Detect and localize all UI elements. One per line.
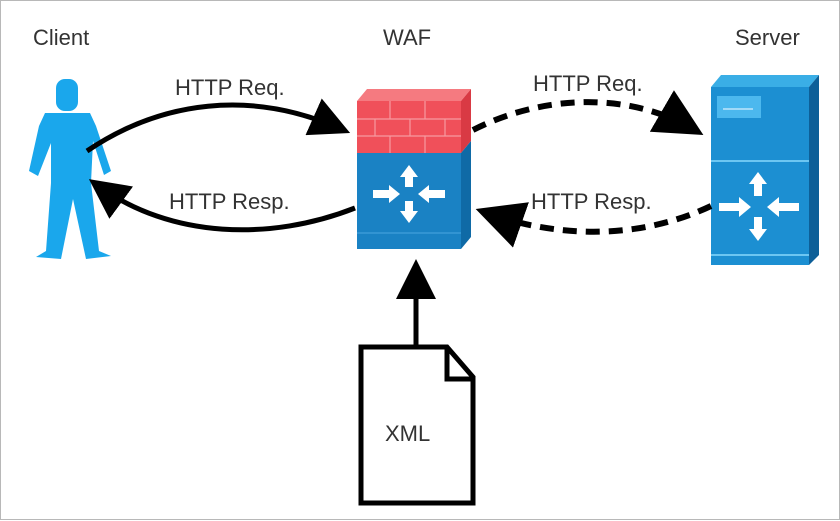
xml-label: XML <box>385 421 430 446</box>
client-person-icon <box>29 79 111 259</box>
waf-firewall-icon <box>357 89 471 249</box>
edge-client-to-waf <box>85 98 351 154</box>
xml-document-icon <box>358 344 476 506</box>
edge-label-waf-to-client: HTTP Resp. <box>169 189 290 214</box>
edge-waf-to-client <box>88 179 356 233</box>
server-icon <box>711 75 819 265</box>
edge-server-to-waf <box>475 202 713 248</box>
edge-label-server-to-waf: HTTP Resp. <box>531 189 652 214</box>
client-label: Client <box>33 25 89 50</box>
edge-label-waf-to-server: HTTP Req. <box>533 71 643 96</box>
waf-label: WAF <box>383 25 431 50</box>
server-label: Server <box>735 25 800 50</box>
router-arrows-icon <box>373 165 445 223</box>
edge-waf-to-server <box>471 90 704 136</box>
edge-label-client-to-waf: HTTP Req. <box>175 75 285 100</box>
